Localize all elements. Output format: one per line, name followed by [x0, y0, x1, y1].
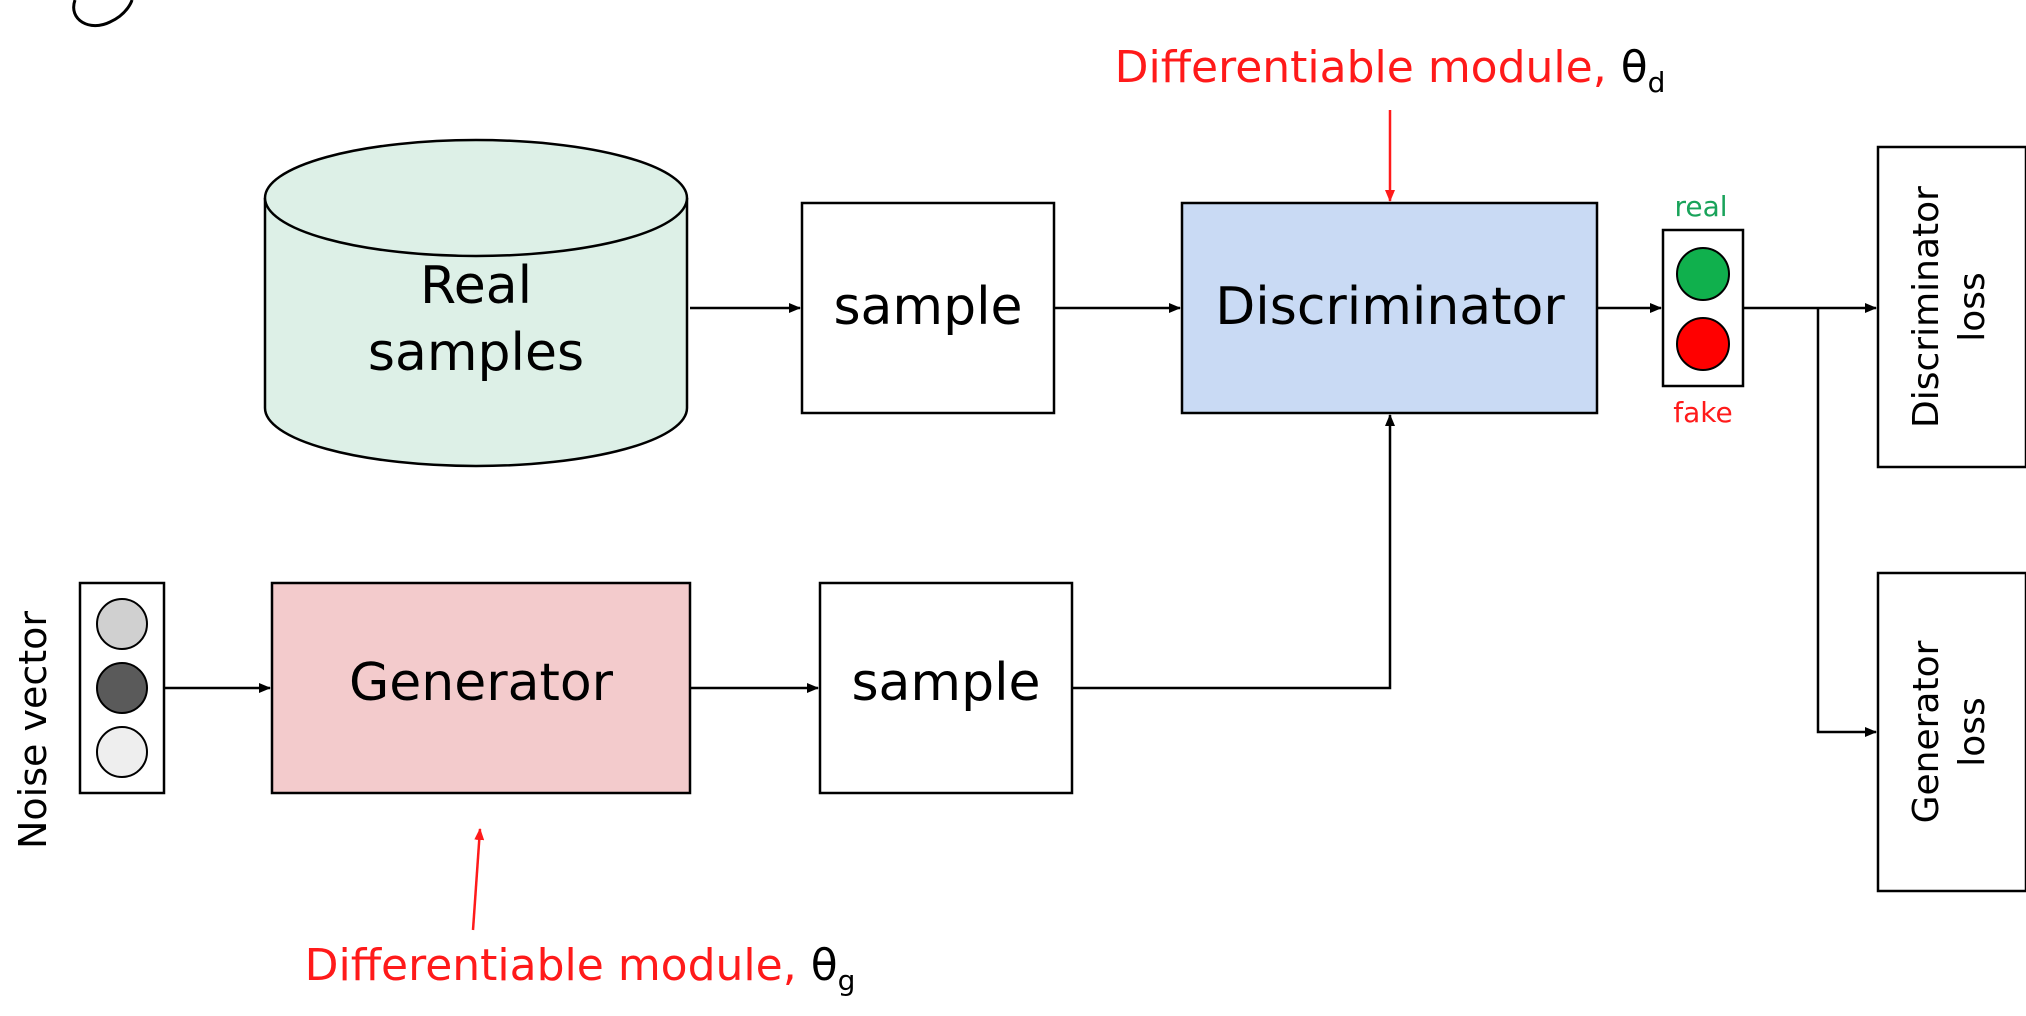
noise-vector: Noise vector: [11, 581, 166, 849]
fake-light-icon: [1676, 317, 1730, 371]
module-g-symbol: θ: [811, 940, 838, 991]
module-d-text: Differentiable module, θd: [1115, 42, 1666, 99]
connectors: [164, 303, 1877, 737]
cropped-title-glyph: [72, 0, 134, 28]
discriminator-loss-box: Discriminator loss: [1876, 145, 2026, 469]
generator-parameter-annotation: Differentiable module, θg: [305, 828, 856, 997]
cylinder-top: [263, 138, 689, 258]
generator-label: Generator: [349, 653, 614, 713]
sample-top-label: sample: [833, 277, 1022, 337]
discriminator-loss-line1: Discriminator: [1906, 186, 1947, 428]
arrow-output-to-generator-loss: [1816, 308, 1877, 737]
real-samples-label-line2: samples: [368, 323, 584, 383]
module-g-subscript: g: [838, 964, 856, 997]
fake-label: fake: [1673, 396, 1732, 429]
cylinder-body: [263, 198, 689, 468]
sample-bottom-label: sample: [851, 653, 1040, 713]
module-g-arrow: [471, 828, 485, 931]
module-g-text: Differentiable module, θg: [305, 940, 856, 997]
discriminator-loss-line2: loss: [1952, 272, 1993, 342]
generator-loss-box: Generator loss: [1876, 571, 2026, 893]
discriminator-parameter-annotation: Differentiable module, θd: [1115, 42, 1666, 202]
module-g-prefix: Differentiable module,: [305, 940, 797, 991]
noise-vector-label: Noise vector: [11, 611, 55, 849]
output-indicator: real fake: [1661, 190, 1745, 429]
generator-loss-line2: loss: [1952, 697, 1993, 767]
module-d-subscript: d: [1648, 66, 1666, 99]
noise-element-icon: [96, 598, 148, 650]
discriminator-label: Discriminator: [1215, 277, 1565, 337]
real-samples-database: Real samples: [263, 138, 689, 468]
real-samples-label-line1: Real: [420, 256, 532, 316]
real-light-icon: [1676, 247, 1730, 301]
generator-loss-line1: Generator: [1906, 640, 1947, 823]
noise-element-icon: [96, 662, 148, 714]
discriminator-box: Discriminator: [1180, 201, 1599, 415]
module-d-prefix: Differentiable module,: [1115, 42, 1607, 93]
arrow-fake-sample-to-discriminator: [1072, 414, 1395, 690]
sample-box-bottom: sample: [818, 581, 1074, 795]
noise-element-icon: [96, 726, 148, 778]
real-label: real: [1674, 190, 1727, 223]
generator-box: Generator: [270, 581, 692, 795]
module-d-symbol: θ: [1621, 42, 1648, 93]
sample-box-top: sample: [800, 201, 1056, 415]
